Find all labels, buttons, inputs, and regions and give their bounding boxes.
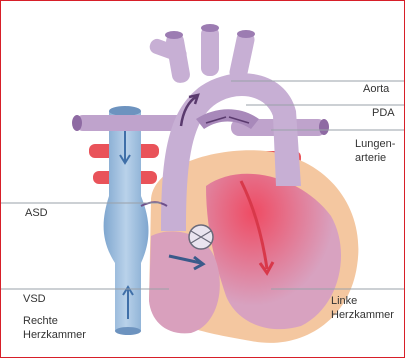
label-linke-herzkammer: Linke Herzkammer <box>331 294 394 322</box>
label-lungenarterie: Lungen- arterie <box>355 137 395 165</box>
heart-valve <box>189 225 213 249</box>
label-rechte-herzkammer: Rechte Herzkammer <box>23 314 86 342</box>
label-vsd: VSD <box>23 292 46 306</box>
label-pda: PDA <box>372 106 395 120</box>
label-aorta: Aorta <box>363 82 389 96</box>
label-asd: ASD <box>25 206 48 220</box>
vena-cava <box>104 106 149 335</box>
